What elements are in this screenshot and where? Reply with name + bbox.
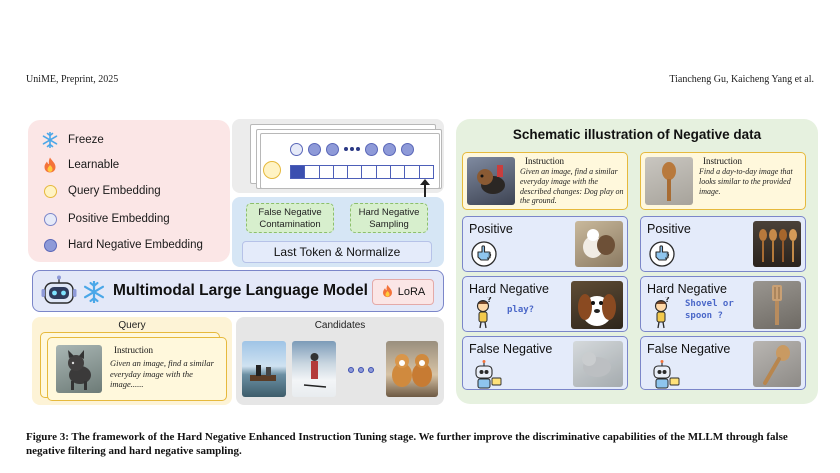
left-positive-card: Positive <box>462 216 628 272</box>
legend-label: Freeze <box>68 134 104 146</box>
hard-negative-label: Hard Negative <box>469 282 549 296</box>
candidate-image-dogs <box>386 341 438 397</box>
false-negative-spoon-image <box>753 341 801 387</box>
legend-item-positive-embedding: Positive Embedding <box>42 211 170 227</box>
flame-icon <box>381 284 394 301</box>
snowflake-icon <box>83 280 105 308</box>
query-panel: Query Instruction Given an image, find a… <box>32 317 232 405</box>
hard-negative-sampling-block: Hard Negative Sampling <box>350 203 428 233</box>
instruction-title: Instruction <box>525 156 564 166</box>
hard-negative-question-line2: spoon ? <box>685 311 723 321</box>
left-instruction-card: Instruction Given an image, find a simil… <box>462 152 628 210</box>
instruction-spoon-image <box>645 157 693 205</box>
hard-negative-embedding-dot <box>43 238 57 252</box>
legend-panel: Freeze Learnable Query Embedding Positiv… <box>28 120 230 262</box>
running-header-left: UniME, Preprint, 2025 <box>26 74 119 85</box>
right-hard-negative-card: Hard Negative Shovel or spoon ? <box>640 276 806 332</box>
left-false-negative-card: False Negative <box>462 336 628 390</box>
positive-embedding-dot <box>290 142 303 156</box>
false-negative-label: False Negative <box>647 342 731 356</box>
figure-caption: Figure 3: The framework of the Hard Nega… <box>26 431 788 457</box>
hard-negative-label: Hard Negative <box>647 282 727 296</box>
pointing-hand-icon <box>471 241 497 272</box>
robot-filter-icon <box>473 359 503 394</box>
candidates-panel: Candidates <box>236 317 444 405</box>
positive-dog-image <box>575 221 623 267</box>
embedding-card-front <box>260 133 440 189</box>
instruction-title: Instruction <box>703 156 742 166</box>
similarity-vector <box>290 165 434 179</box>
lora-block: LoRA <box>372 279 434 305</box>
thinking-person-icon <box>473 294 495 334</box>
instruction-body: Find a day-to-day image that looks simil… <box>699 167 793 196</box>
left-hard-negative-card: Hard Negative play? <box>462 276 628 332</box>
positive-embedding-dot <box>43 212 57 226</box>
right-positive-card: Positive <box>640 216 806 272</box>
query-label: Query <box>118 320 146 331</box>
last-token-normalize-block: Last Token & Normalize <box>242 241 432 263</box>
hard-negative-embedding-dot <box>383 142 396 156</box>
legend-label: Query Embedding <box>68 185 161 197</box>
mllm-block: Multimodal Large Language Model LoRA <box>32 270 444 312</box>
hard-negative-dog-image <box>571 281 623 329</box>
ellipsis-dots <box>344 147 360 151</box>
legend-label: Hard Negative Embedding <box>68 239 203 251</box>
hard-negative-spatula-image <box>753 281 801 329</box>
candidate-image-skier <box>292 341 336 397</box>
positive-label: Positive <box>469 222 513 236</box>
false-negative-contamination-block: False Negative Contamination <box>246 203 334 233</box>
legend-item-freeze: Freeze <box>42 132 104 148</box>
hard-negative-question-line1: Shovel or <box>685 299 734 309</box>
schematic-title: Schematic illustration of Negative data <box>512 127 762 142</box>
flame-icon <box>42 157 58 173</box>
schematic-panel: Schematic illustration of Negative data … <box>456 119 818 404</box>
hard-negative-embedding-dot <box>308 142 321 156</box>
hard-negative-embedding-dot <box>401 142 414 156</box>
false-negative-dog-image <box>573 341 623 387</box>
instruction-dog-image <box>467 157 515 205</box>
query-embedding-dot <box>263 161 281 179</box>
pointing-hand-icon <box>649 241 675 272</box>
legend-item-learnable: Learnable <box>42 157 119 173</box>
instruction-title: Instruction <box>114 345 153 355</box>
embedding-output-panel <box>232 119 444 193</box>
positive-label: Positive <box>647 222 691 236</box>
robot-filter-icon <box>651 359 681 394</box>
hard-negative-embedding-dot <box>326 142 339 156</box>
query-embedding-dot <box>43 184 57 198</box>
query-card-front: Instruction Given an image, find a simil… <box>47 337 227 401</box>
false-negative-label: False Negative <box>469 342 553 356</box>
instruction-body: Given an image, find a similar everyday … <box>520 167 624 206</box>
running-header-right: Tiancheng Gu, Kaicheng Yang et al. <box>669 74 814 85</box>
up-arrow-icon <box>420 179 430 198</box>
query-dog-image <box>56 345 102 393</box>
candidate-embeddings-row <box>290 142 414 156</box>
ellipsis-dots <box>348 367 374 373</box>
hard-negative-question: play? <box>507 305 535 315</box>
mllm-title: Multimodal Large Language Model <box>113 282 368 299</box>
robot-icon <box>41 275 77 314</box>
legend-label: Positive Embedding <box>68 213 170 225</box>
candidates-label: Candidates <box>314 320 366 331</box>
legend-label: Learnable <box>68 159 120 171</box>
legend-item-hard-negative-embedding: Hard Negative Embedding <box>42 237 203 253</box>
positive-spoons-image <box>753 221 801 267</box>
lora-label: LoRA <box>397 286 426 298</box>
thinking-person-icon <box>651 294 673 334</box>
negative-filtering-panel: False Negative Contamination Hard Negati… <box>232 197 444 267</box>
candidate-image-boat <box>242 341 286 397</box>
snowflake-icon <box>42 132 58 148</box>
right-false-negative-card: False Negative <box>640 336 806 390</box>
right-instruction-card: Instruction Find a day-to-day image that… <box>640 152 806 210</box>
instruction-body: Given an image, find a similar everyday … <box>110 358 214 389</box>
legend-item-query-embedding: Query Embedding <box>42 183 161 199</box>
hard-negative-embedding-dot <box>365 142 378 156</box>
